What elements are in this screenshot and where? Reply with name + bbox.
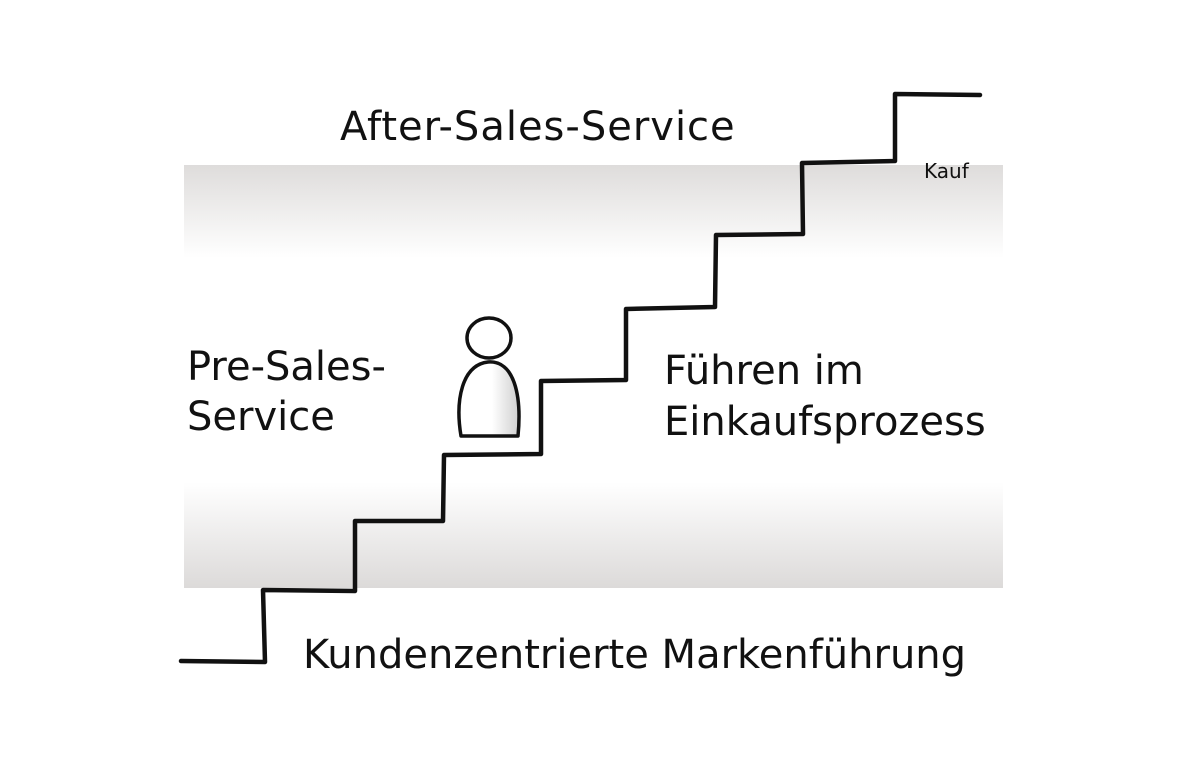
- staircase-line: [178, 91, 983, 665]
- guiding-label-line2: Einkaufsprozess: [664, 399, 986, 445]
- pre-sales-label-line1: Pre-Sales-: [187, 344, 386, 390]
- purchase-label: Kauf: [924, 159, 970, 183]
- person-icon: [457, 316, 521, 438]
- background-band: [184, 165, 1003, 588]
- pre-sales-label-line2: Service: [187, 394, 335, 440]
- brand-management-label: Kundenzentrierte Markenführung: [303, 632, 966, 678]
- after-sales-label: After-Sales-Service: [340, 104, 736, 150]
- guiding-label-line1: Führen im: [664, 348, 864, 394]
